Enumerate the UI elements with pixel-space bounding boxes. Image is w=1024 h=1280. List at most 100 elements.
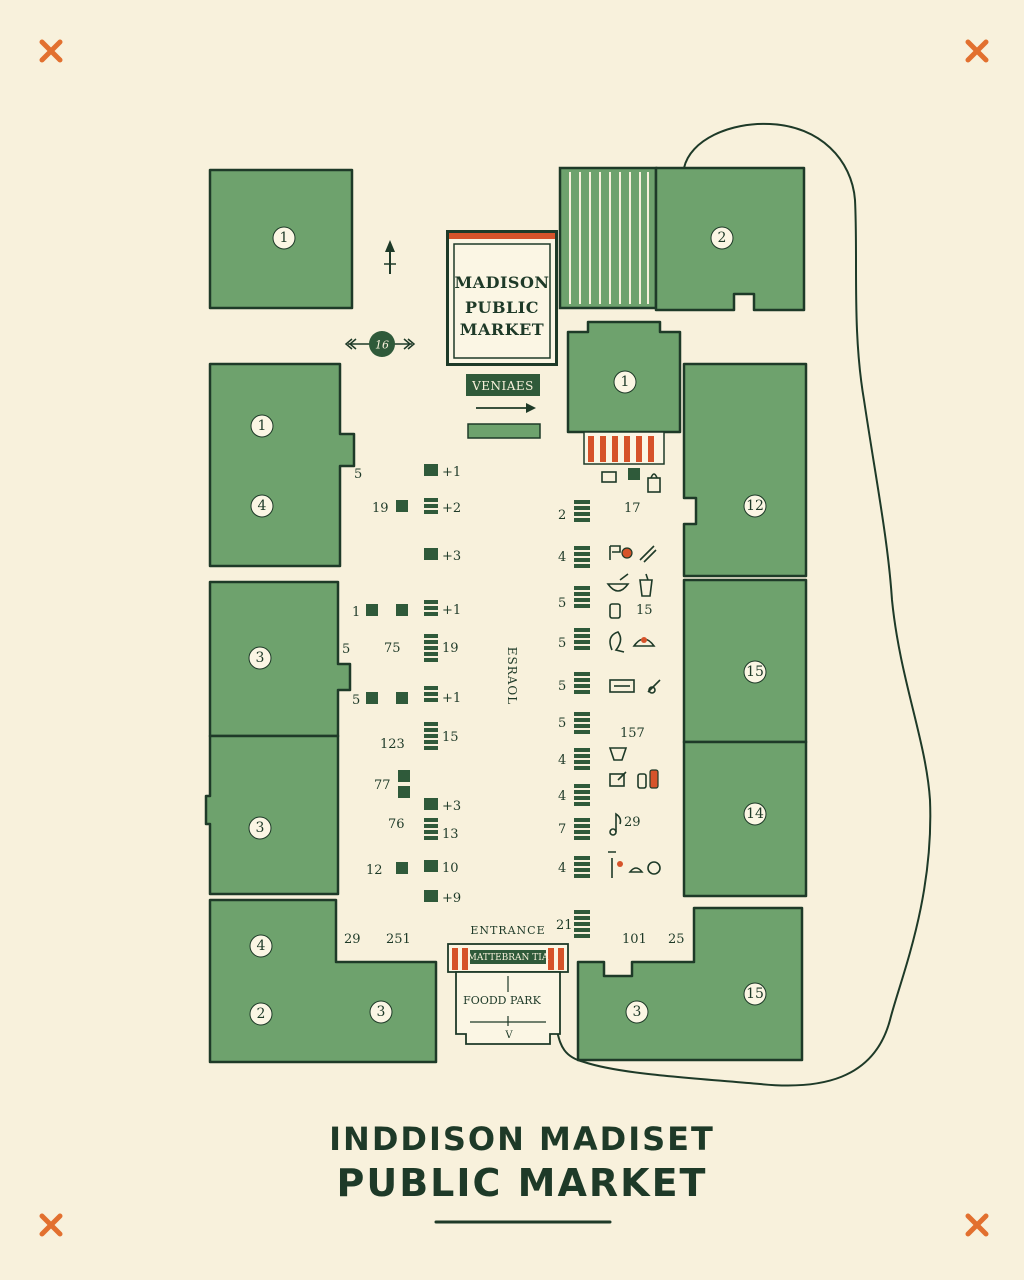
tongs-icon	[639, 545, 657, 563]
pie-icon	[632, 637, 656, 647]
block-nw[interactable]	[208, 168, 354, 310]
block-east-b[interactable]	[682, 578, 808, 744]
footer-title-line2: PUBLIC MARKET	[337, 1161, 708, 1205]
stall-label: 2	[558, 508, 566, 523]
stall-label: 75	[384, 641, 401, 656]
stall-label: +1	[442, 465, 461, 480]
stall-label: 5	[342, 642, 350, 657]
stall[interactable]	[424, 890, 438, 902]
sign-line-2: PUBLIC	[465, 298, 539, 317]
stall-value: 15	[636, 603, 653, 618]
stall-stack[interactable]	[424, 818, 438, 840]
stall-label: +3	[442, 799, 461, 814]
stall[interactable]	[424, 548, 438, 560]
venues-label: VENIAES	[471, 379, 534, 393]
block-number: 2	[718, 230, 727, 246]
stall[interactable]	[398, 786, 410, 798]
stall-label: +9	[442, 891, 461, 906]
entrance-banner: MATTEBRAN TIA	[468, 953, 549, 963]
stall-label: 29	[344, 932, 361, 947]
stall-label: 19	[372, 501, 389, 516]
stall-stack[interactable]	[574, 910, 590, 938]
stall-label: 77	[374, 778, 391, 793]
pantry-icon	[608, 851, 661, 878]
stall-stack[interactable]	[574, 586, 590, 608]
venues-badge[interactable]	[466, 374, 540, 396]
stall[interactable]	[396, 862, 408, 874]
stall-stack[interactable]	[574, 546, 590, 568]
sign-line-1: MADISON	[454, 273, 549, 292]
bottles-icon	[637, 769, 659, 789]
stall-label: 4	[558, 753, 566, 768]
stall-label: 123	[380, 737, 405, 752]
corner-ornament-icon	[39, 39, 63, 63]
stall-stack[interactable]	[424, 600, 438, 616]
stall-stack[interactable]	[574, 628, 590, 650]
stall[interactable]	[424, 860, 438, 872]
stall[interactable]	[396, 692, 408, 704]
block-west-c[interactable]	[204, 734, 340, 896]
block-number: 3	[256, 820, 265, 836]
stall-label: 4	[558, 789, 566, 804]
stall-value: 25	[668, 932, 685, 947]
stall-stack[interactable]	[574, 748, 590, 770]
stall-stack[interactable]	[574, 784, 590, 806]
box-icon	[609, 771, 627, 787]
block-number: 15	[746, 986, 764, 1002]
coffee-icon	[609, 545, 633, 560]
stall-stack[interactable]	[574, 500, 590, 522]
stall-stack[interactable]	[424, 722, 438, 750]
entrance-label: ENTRANCE	[470, 924, 545, 937]
block-number: 3	[633, 1004, 642, 1020]
stall[interactable]	[366, 692, 378, 704]
footer-title-line1: INDDISON MADISET	[329, 1120, 715, 1158]
stall-label: 7	[558, 822, 566, 837]
stall[interactable]	[424, 464, 438, 476]
venues-bar	[467, 423, 541, 439]
utensil-icon	[609, 631, 625, 653]
stall[interactable]	[398, 770, 410, 782]
stall-label: 21	[556, 918, 573, 933]
sign-line-3: MARKET	[460, 320, 544, 339]
stall[interactable]	[366, 604, 378, 616]
corner-ornament-icon	[39, 1213, 63, 1237]
stall-stack[interactable]	[424, 498, 438, 514]
block-number: 4	[257, 938, 266, 954]
compass-icon	[344, 331, 416, 357]
block-west-b[interactable]	[208, 580, 352, 738]
stall-stack[interactable]	[574, 818, 590, 840]
market-sign	[446, 230, 558, 366]
food-park[interactable]	[455, 971, 561, 1045]
block-number: 3	[377, 1004, 386, 1020]
bowl-icon	[606, 573, 630, 592]
stall-label: 5	[558, 596, 566, 611]
stall-label: 5	[558, 636, 566, 651]
block-number: 3	[256, 650, 265, 666]
stall-label: 5	[558, 716, 566, 731]
stall-stack[interactable]	[424, 686, 438, 702]
stall-stack[interactable]	[574, 856, 590, 878]
stall-label: 10	[442, 861, 459, 876]
stall-stack[interactable]	[574, 672, 590, 694]
stall-label: 19	[442, 641, 459, 656]
stall[interactable]	[396, 604, 408, 616]
stall[interactable]	[424, 798, 438, 810]
compass-label: 16	[375, 339, 389, 352]
stall-label: 1	[352, 605, 360, 620]
block-west-a[interactable]	[208, 362, 356, 568]
block-sw[interactable]	[208, 898, 438, 1064]
stall-stack[interactable]	[424, 634, 438, 662]
block-se[interactable]	[576, 906, 804, 1062]
block-number: 4	[258, 498, 267, 514]
block-east-a[interactable]	[682, 362, 808, 578]
north-arrow-icon	[384, 240, 396, 274]
arrow-right-icon	[476, 403, 536, 413]
ladle-icon	[647, 679, 661, 694]
stall-stack[interactable]	[574, 712, 590, 734]
block-number: 1	[280, 230, 289, 246]
food-park-label: FOODD PARK	[463, 994, 541, 1007]
stall-label: 15	[442, 730, 459, 745]
stall[interactable]	[396, 500, 408, 512]
stall-label: 4	[558, 861, 566, 876]
block-number: 1	[258, 418, 267, 434]
